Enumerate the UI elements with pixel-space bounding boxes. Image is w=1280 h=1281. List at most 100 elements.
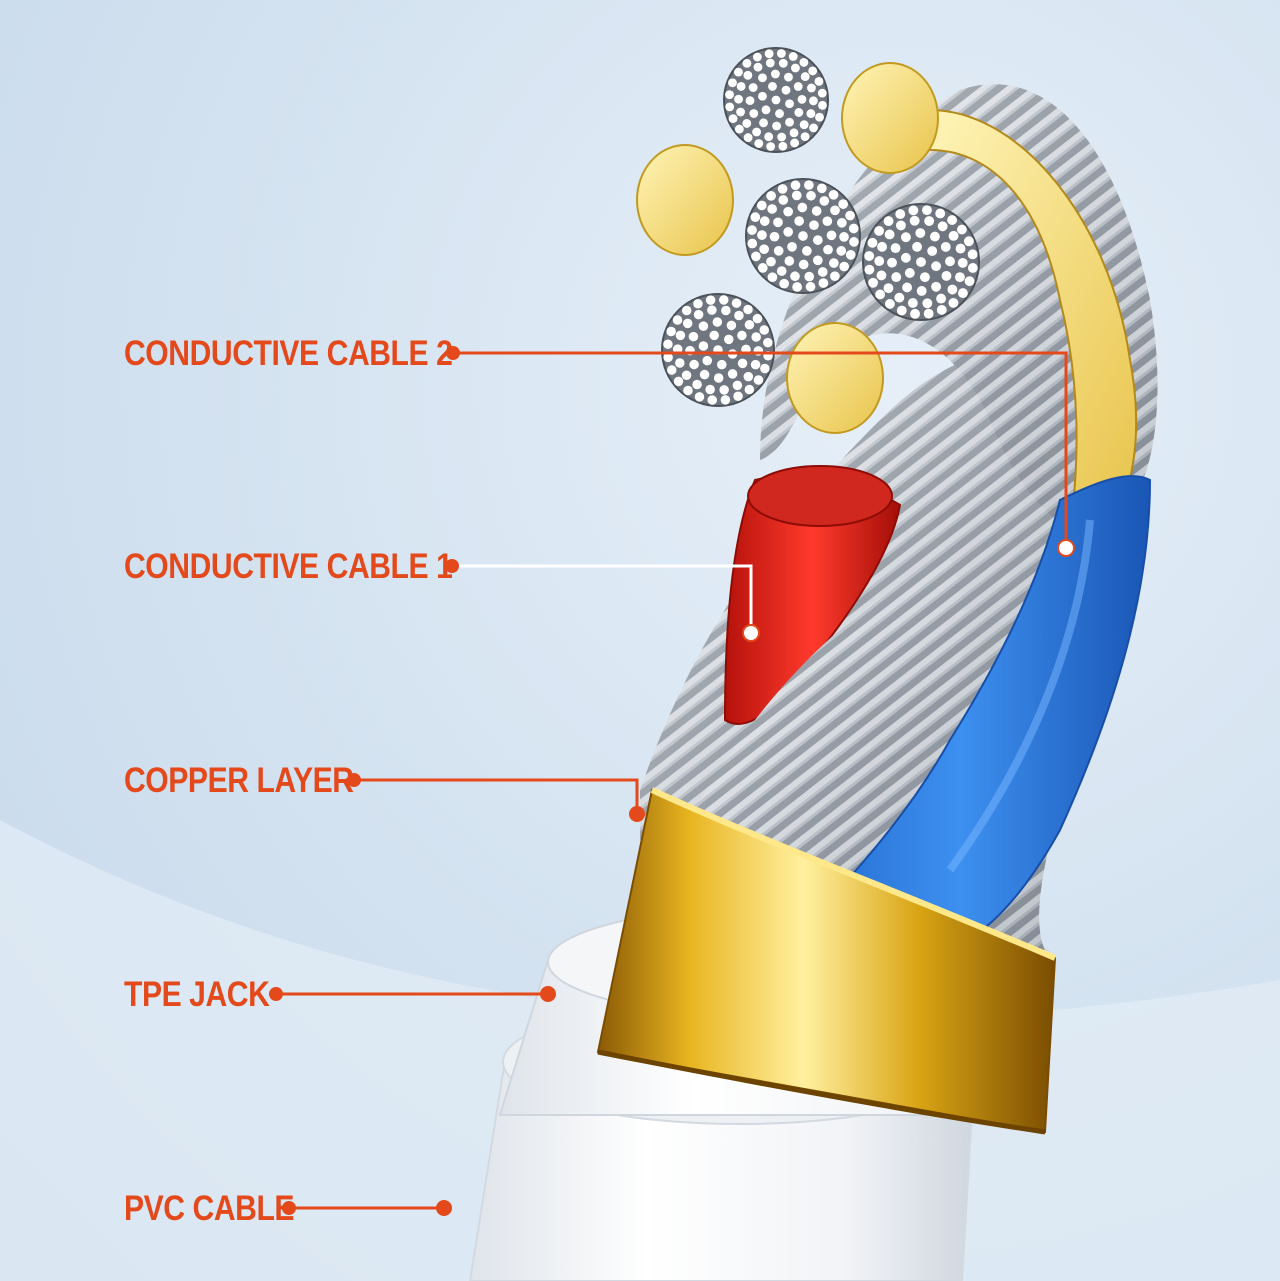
strand-wire — [909, 215, 920, 226]
leader-dot-start-copper-layer — [347, 773, 361, 787]
strand-wire — [783, 206, 794, 217]
strand-wire — [734, 124, 744, 134]
leader-lines — [269, 346, 1075, 1216]
strand-wire — [868, 277, 879, 288]
strand-wire — [830, 205, 840, 216]
strand-wire — [818, 278, 829, 288]
strand-wire — [867, 237, 878, 248]
strand-wire — [785, 99, 794, 109]
strand-wire — [753, 375, 764, 385]
strand-wire — [757, 263, 768, 273]
strand-wire — [806, 190, 816, 201]
strand-wire — [919, 272, 930, 283]
strand-wire — [788, 52, 798, 61]
strand-wire — [811, 206, 822, 216]
strand-wire — [895, 209, 906, 220]
strand-wire — [666, 326, 676, 337]
strand-wire — [699, 369, 710, 380]
strand-wire — [907, 298, 918, 308]
strand-wire — [927, 246, 938, 256]
strand-wire — [794, 108, 804, 117]
strand-wire — [948, 230, 959, 241]
strand-wire — [759, 118, 768, 128]
strand-wire — [764, 132, 774, 142]
strand-wire — [771, 95, 781, 105]
strand-wire — [874, 225, 885, 236]
copper-layer-band — [596, 787, 1057, 1135]
strand-wire — [750, 212, 761, 222]
strand-wire — [823, 244, 833, 255]
strand-wire — [809, 123, 819, 133]
strand-end-center — [745, 178, 861, 294]
strand-wire — [945, 256, 955, 267]
label-pvc-cable: PVC CABLE — [124, 1189, 295, 1228]
strand-wire — [707, 395, 717, 405]
strand-wire — [799, 57, 809, 67]
strand-wire — [890, 243, 901, 254]
label-conductive-cable-1: CONDUCTIVE CABLE 1 — [124, 547, 453, 586]
strand-wire — [760, 363, 770, 374]
strand-wire — [773, 217, 783, 228]
strand-wire — [724, 334, 734, 345]
strand-wire — [900, 252, 911, 263]
strand-wire — [791, 190, 802, 201]
strand-wire — [764, 49, 774, 59]
strand-wire — [753, 62, 763, 72]
strand-wire — [719, 385, 729, 395]
strand-wire — [915, 228, 926, 238]
strand-wire — [693, 298, 703, 309]
strand-wire — [957, 257, 968, 268]
strand-wire — [775, 109, 784, 119]
strand-wire — [773, 245, 784, 256]
strand-wire — [955, 243, 966, 254]
strand-wire — [815, 112, 824, 122]
strand-wire — [910, 308, 920, 319]
strand-wire — [702, 355, 712, 366]
strand-wire — [734, 94, 743, 104]
strand-wire — [750, 359, 761, 370]
strand-wire — [743, 371, 754, 382]
strand-wire — [663, 339, 673, 349]
strand-wire — [745, 96, 755, 106]
strand-wire — [789, 128, 799, 138]
strand-wire — [766, 190, 776, 201]
strand-wire — [727, 369, 738, 379]
strand-wire — [948, 297, 959, 308]
strand-wire — [776, 266, 787, 276]
strand-wire — [908, 205, 919, 216]
strand-wire — [956, 224, 967, 235]
strand-wire — [737, 358, 748, 369]
leader-dot-start-conductive-cable-2 — [446, 346, 460, 360]
strand-wire — [778, 195, 789, 205]
strand-wire — [808, 66, 818, 76]
strand-wire — [864, 251, 875, 261]
red-wire-end — [747, 465, 893, 527]
strand-wire — [838, 199, 849, 209]
strand-wire — [805, 281, 816, 292]
strand-wire — [936, 304, 947, 315]
label-copper-layer: COPPER LAYER — [124, 761, 354, 800]
strand-wire — [790, 271, 800, 282]
strand-wire — [804, 180, 814, 190]
strand-wire — [883, 216, 894, 227]
strand-wire — [748, 83, 758, 92]
strand-wire — [807, 83, 816, 93]
strand-wire — [804, 271, 815, 282]
strand-wire — [819, 196, 830, 206]
strand-wire — [672, 315, 683, 325]
leader-line-copper-layer — [354, 778, 639, 814]
strand-wire — [769, 231, 780, 242]
strand-wire — [675, 358, 685, 368]
strand-wire — [784, 256, 795, 266]
strand-wire — [707, 305, 717, 315]
strand-wire — [721, 305, 731, 316]
strand-wire — [826, 230, 837, 241]
strand-wire — [891, 272, 902, 283]
strand-wire — [694, 392, 705, 402]
blue-highlight — [946, 519, 1094, 873]
strand-wire — [916, 286, 927, 296]
strand-wire — [682, 318, 693, 329]
strand-wire — [864, 264, 875, 275]
strand-wire — [742, 58, 752, 68]
